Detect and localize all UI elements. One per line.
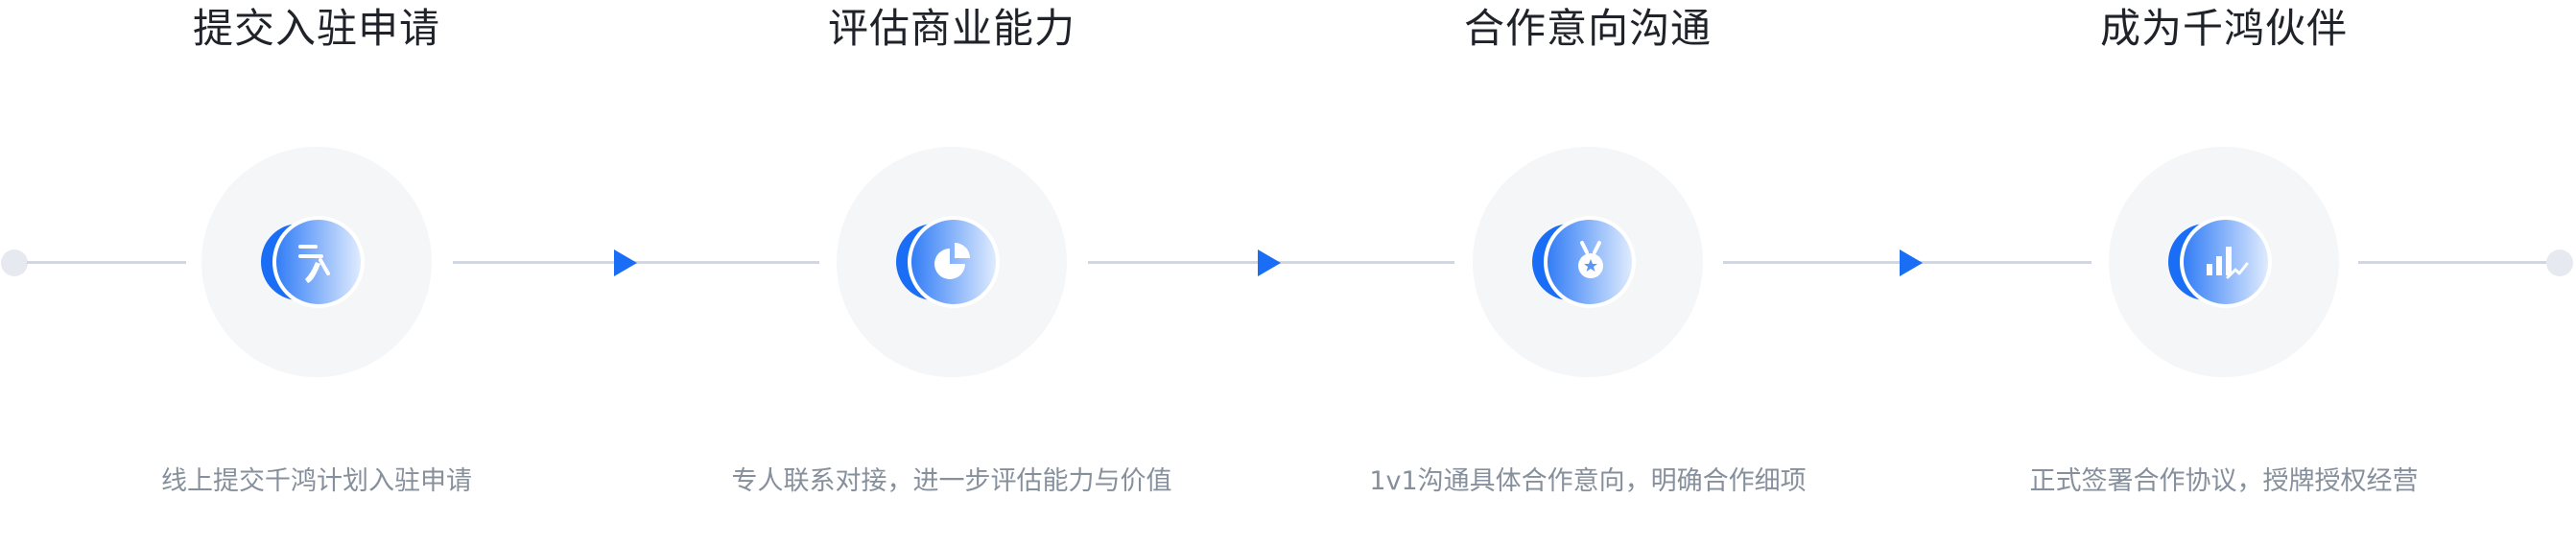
step-1-description: 线上提交千鸿计划入驻申请 — [161, 466, 472, 496]
flow-end-dot — [2546, 249, 2573, 276]
connector-line — [27, 261, 186, 264]
step-1-title: 提交入驻申请 — [192, 5, 440, 52]
step-3-title: 合作意向沟通 — [1463, 5, 1712, 52]
step-2-description: 专人联系对接，进一步评估能力与价值 — [731, 466, 1172, 496]
flow-arrow-icon — [614, 249, 637, 276]
flow-arrow-icon — [1258, 249, 1281, 276]
step-3-description: 1v1沟通具体合作意向，明确合作细项 — [1369, 466, 1807, 496]
pie-chart-icon — [896, 216, 1007, 308]
connector-line — [2358, 261, 2546, 264]
step-4-title: 成为千鸿伙伴 — [2099, 5, 2348, 52]
step-2-title: 评估商业能力 — [827, 5, 1075, 52]
growth-chart-icon — [2168, 216, 2280, 308]
phone-message-icon — [261, 216, 372, 308]
flow-start-dot — [1, 249, 28, 276]
flow-arrow-icon — [1900, 249, 1923, 276]
step-4-description: 正式签署合作协议，授牌授权经营 — [2029, 466, 2419, 496]
medal-icon — [1532, 216, 1643, 308]
